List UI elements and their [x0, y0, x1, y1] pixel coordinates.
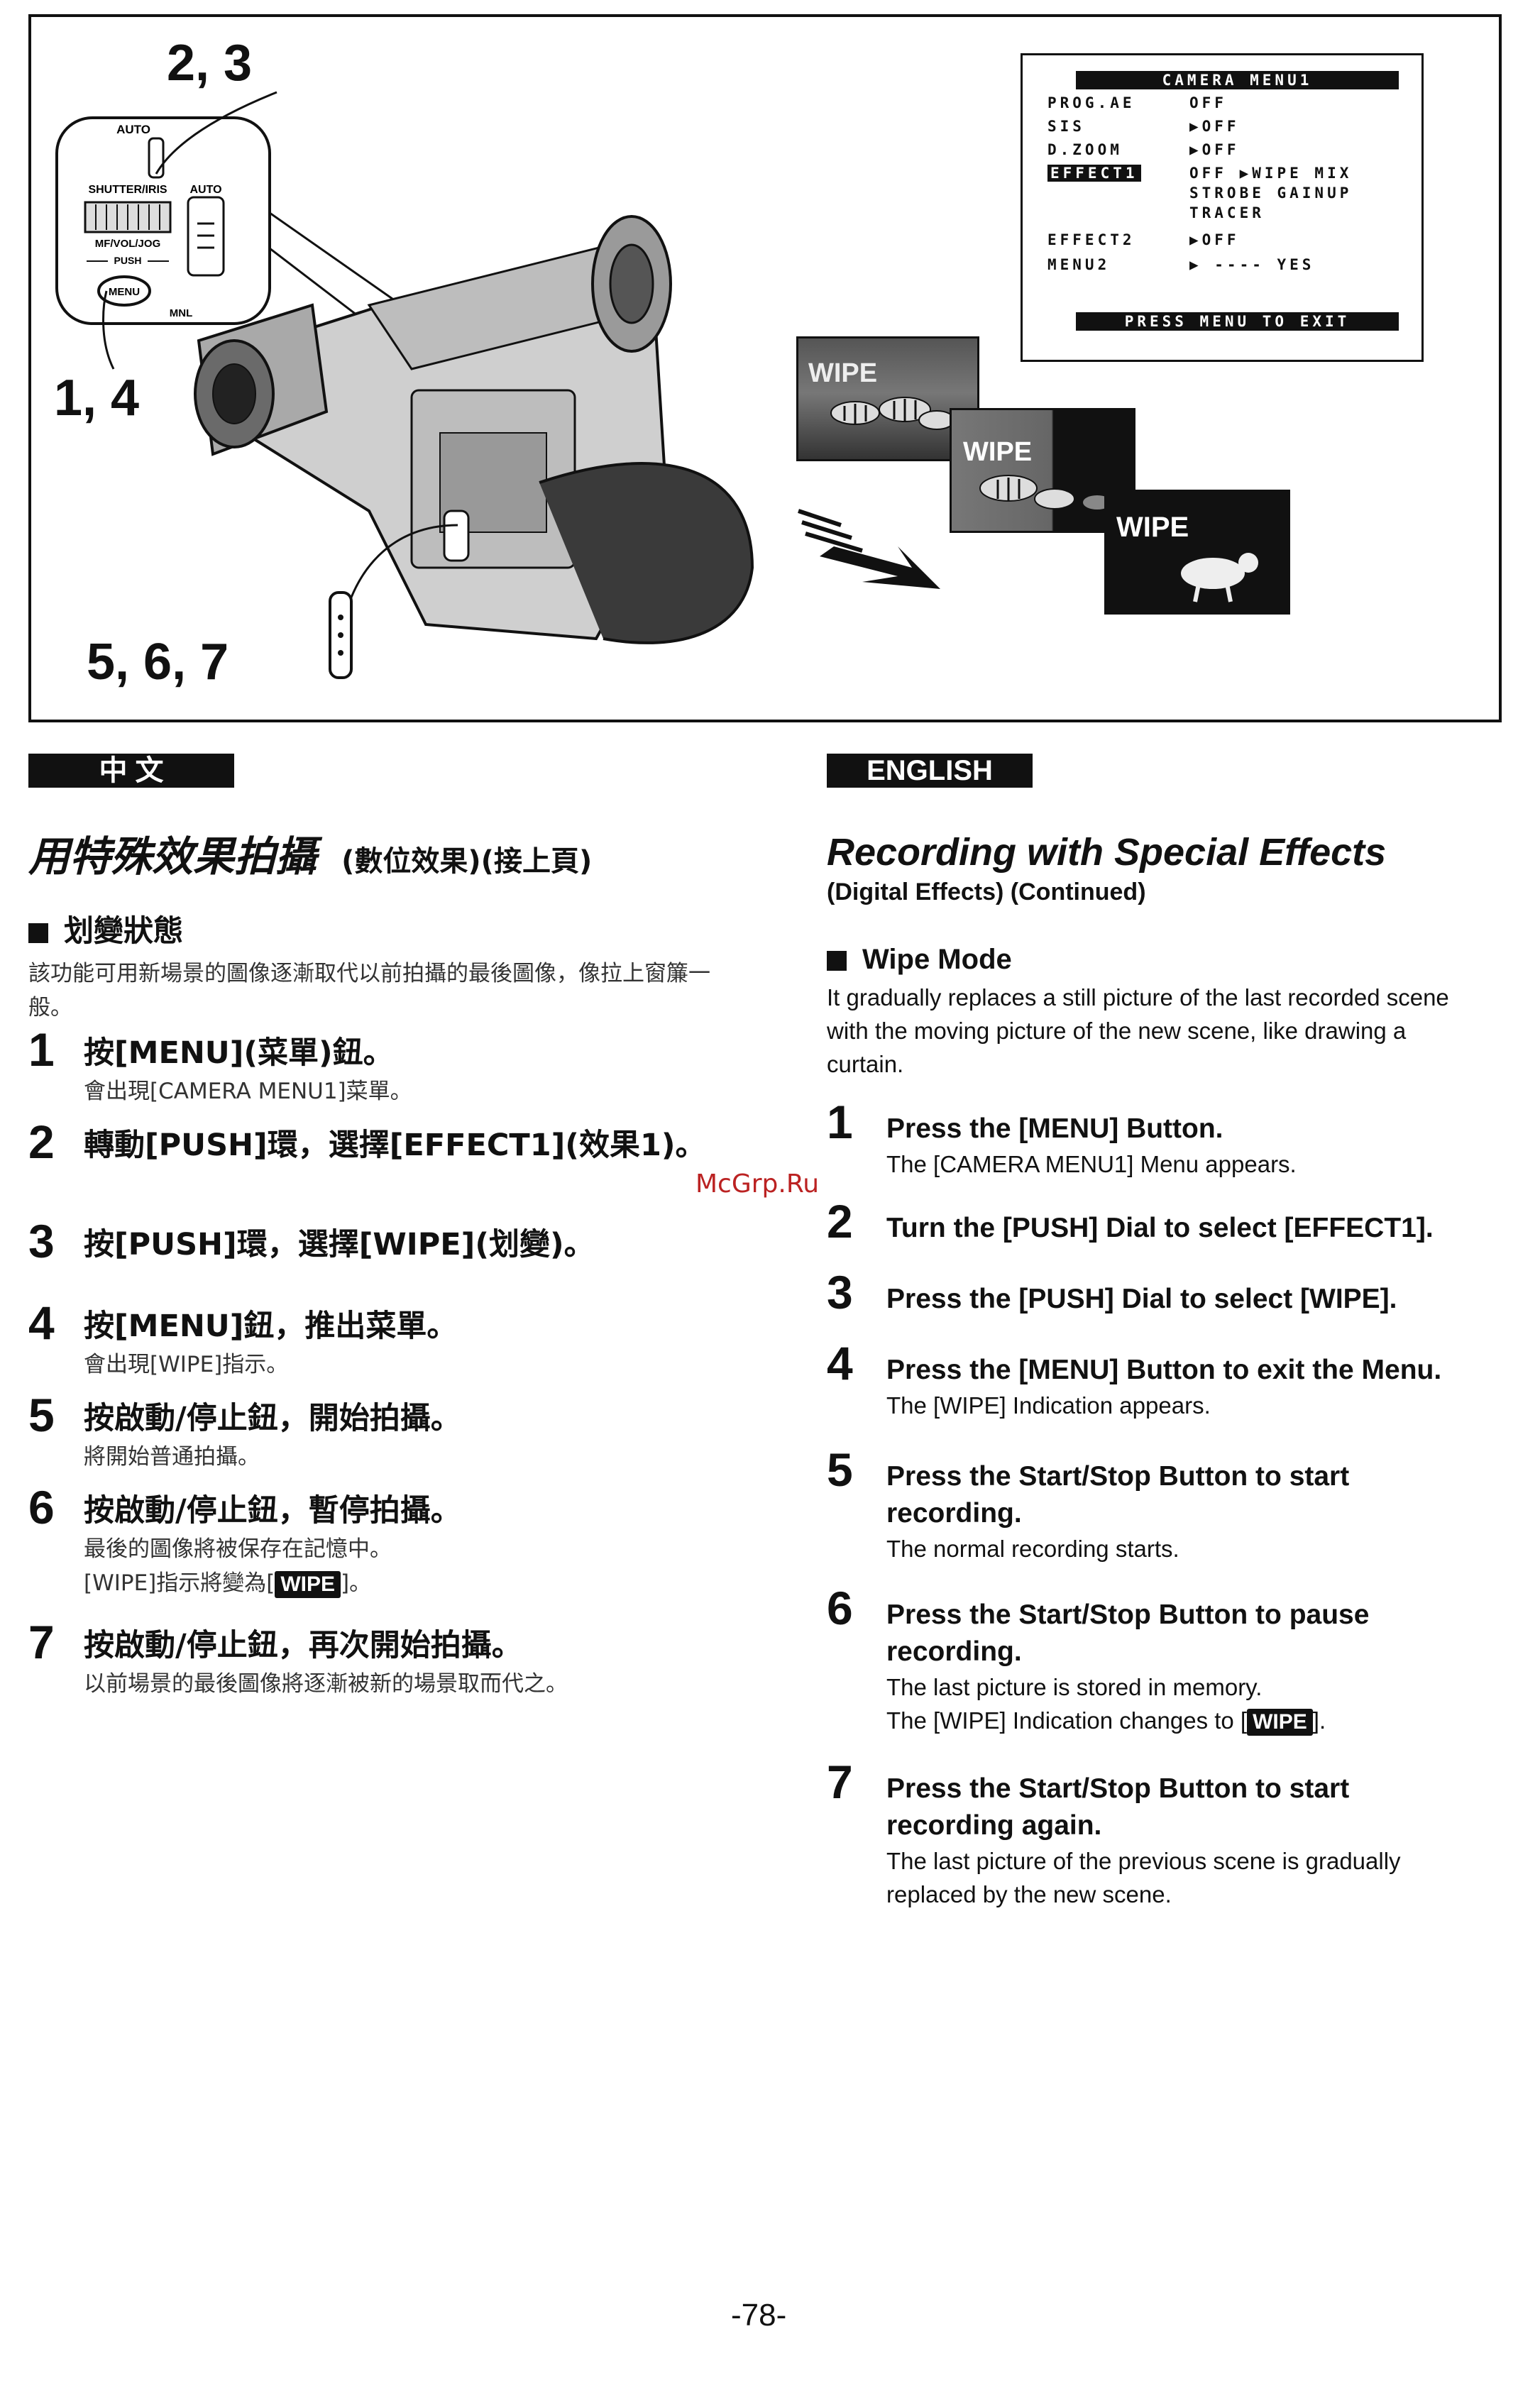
en-steps: 1 Press the [MENU] Button. The [CAMERA M… — [827, 1096, 1501, 1934]
scene-screen-1: WIPE — [796, 336, 979, 461]
language-tab-chinese: 中 文 — [28, 754, 234, 788]
en-step: 4 Press the [MENU] Button to exit the Me… — [827, 1337, 1442, 1419]
scene-screen-3: WIPE — [1104, 490, 1290, 615]
menu-row: TRACER — [1189, 204, 1265, 221]
wipe-label-3: WIPE — [1116, 512, 1189, 543]
menu-row: STROBE GAINUP — [1189, 185, 1353, 202]
mf-vol-jog-label: MF/VOL/JOG — [95, 238, 161, 250]
mnl-label: MNL — [170, 307, 193, 319]
zh-page-subtitle: (數位效果)(接上頁) — [341, 845, 593, 878]
zh-steps: 1 按[MENU](菜單)鈕。 會出現[CAMERA MENU1]菜單。 2 轉… — [28, 1023, 731, 1717]
bullet-icon — [28, 923, 48, 943]
menu-row: EFFECT2▶OFF — [1047, 231, 1240, 248]
en-step: 1 Press the [MENU] Button. The [CAMERA M… — [827, 1096, 1297, 1177]
auto-top-label: AUTO — [116, 123, 150, 136]
illustration-frame — [28, 14, 1502, 722]
zh-step: 3 按[PUSH]環，選擇[WIPE](划變)。 — [28, 1215, 595, 1267]
en-step: 6 Press the Start/Stop Button to pause r… — [827, 1582, 1501, 1763]
en-step: 3 Press the [PUSH] Dial to select [WIPE]… — [827, 1266, 1397, 1318]
watermark: McGrp.Ru — [695, 1169, 820, 1199]
en-page-subtitle: (Digital Effects) (Continued) — [827, 879, 1146, 905]
menu-row: D.ZOOM▶OFF — [1047, 141, 1240, 158]
wipe-label-1: WIPE — [808, 358, 878, 388]
en-step6-indicator-note: The [WIPE] Indication changes to [WIPE]. — [886, 1704, 1326, 1737]
en-section-heading: Wipe Mode — [827, 944, 1012, 976]
page-number: -78- — [731, 2298, 787, 2333]
zh-step: 1 按[MENU](菜單)鈕。 會出現[CAMERA MENU1]菜單。 — [28, 1023, 412, 1104]
en-step: 5 Press the Start/Stop Button to start r… — [827, 1443, 1350, 1562]
callout-2-3: 2, 3 — [167, 35, 253, 92]
en-page-title: Recording with Special Effects — [827, 831, 1387, 874]
effect1-highlight: EFFECT1 — [1047, 165, 1141, 182]
goat-icon — [1181, 553, 1258, 602]
wipe-indicator-badge: WIPE — [1247, 1709, 1313, 1736]
en-step: 7 Press the Start/Stop Button to start r… — [827, 1756, 1401, 1907]
zh-step: 2 轉動[PUSH]環，選擇[EFFECT1](效果1)。 — [28, 1116, 706, 1168]
en-step: 2 Turn the [PUSH] Dial to select [EFFECT… — [827, 1195, 1434, 1248]
zh-step: 7 按啟動/停止鈕，再次開始拍攝。 以前場景的最後圖像將逐漸被新的場景取而代之。 — [28, 1616, 568, 1697]
en-intro: It gradually replaces a still picture of… — [827, 984, 1449, 1077]
zebra-icon — [979, 475, 1111, 510]
zh-title-block: 用特殊效果拍攝 (數位效果)(接上頁) — [28, 823, 592, 883]
zh-intro: 該功能可用新場景的圖像逐漸取代以前拍攝的最後圖像，像拉上窗簾一般。 — [28, 961, 710, 1020]
zh-step: 4 按[MENU]鈕，推出菜單。 會出現[WIPE]指示。 — [28, 1296, 458, 1377]
zh-step6-indicator-note: [WIPE]指示將變為[WIPE]。 — [84, 1567, 371, 1599]
callout-5-6-7: 5, 6, 7 — [87, 634, 229, 690]
auto-side-label: AUTO — [189, 184, 221, 196]
menu-button-label: MENU — [109, 286, 140, 298]
wipe-indicator-badge: WIPE — [275, 1570, 341, 1598]
bullet-icon — [827, 951, 847, 971]
language-tab-english: ENGLISH — [827, 754, 1033, 788]
wipe-label-2: WIPE — [963, 437, 1033, 467]
menu-footer: PRESS MENU TO EXIT — [1076, 312, 1399, 331]
zh-step: 5 按啟動/停止鈕，開始拍攝。 將開始普通拍攝。 — [28, 1389, 461, 1470]
menu-title: CAMERA MENU1 — [1076, 71, 1399, 89]
zh-page-title: 用特殊效果拍攝 — [28, 832, 317, 881]
callout-1-4: 1, 4 — [54, 370, 140, 426]
menu-row: MENU2▶ ---- YES — [1047, 256, 1315, 273]
zh-section-heading: 划變狀態 — [28, 907, 183, 950]
shutter-iris-label: SHUTTER/IRIS — [88, 184, 167, 196]
transition-arrow-icon — [798, 509, 940, 589]
zh-step: 6 按啟動/停止鈕，暫停拍攝。 最後的圖像將被保存在記憶中。 [WIPE]指示將… — [28, 1481, 731, 1625]
zebra-herd-icon — [830, 397, 955, 430]
push-label: PUSH — [114, 255, 142, 266]
menu-row: SIS▶OFF — [1047, 118, 1240, 135]
camcorder-illustration: AUTO SHUTTER/IRIS MF/VOL/JOG PUSH MENU A… — [55, 91, 754, 679]
